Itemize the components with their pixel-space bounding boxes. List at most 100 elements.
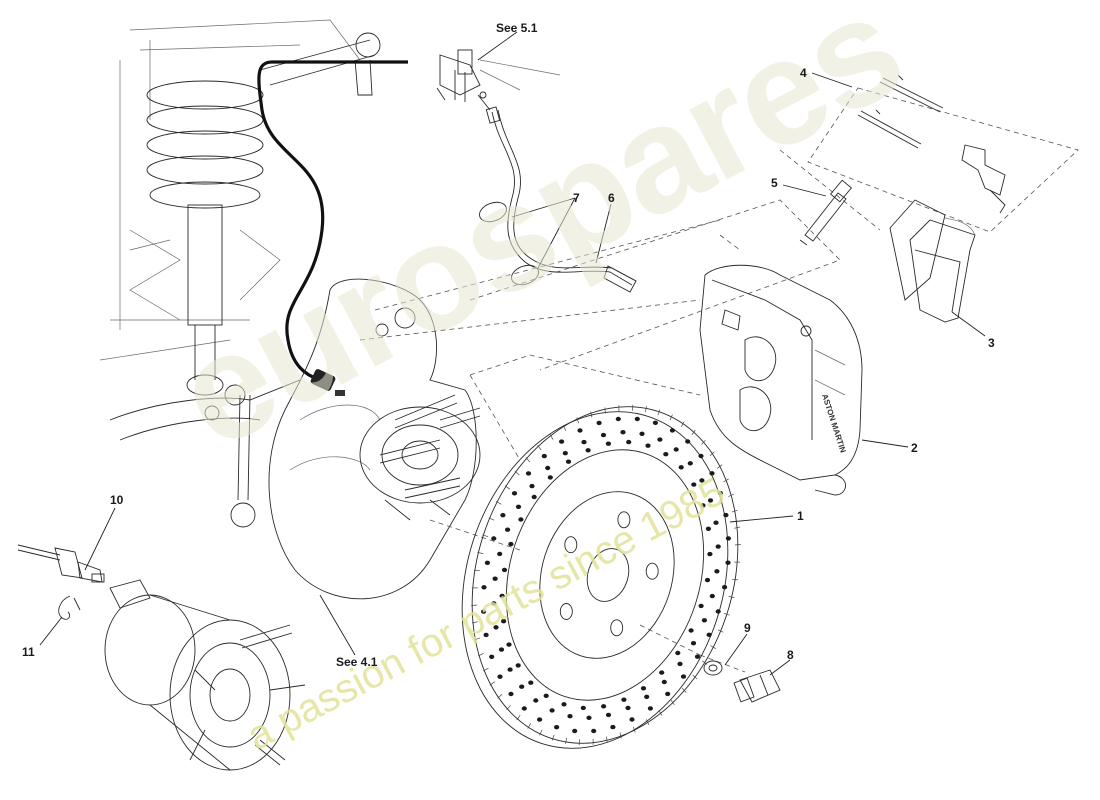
drill-hole [665, 691, 671, 697]
drill-hole [493, 625, 499, 630]
callout-leaders [39, 31, 986, 676]
disc-vane [657, 409, 661, 416]
disc-vane [549, 434, 554, 440]
drill-hole [625, 705, 631, 711]
drill-hole [549, 708, 555, 713]
drill-hole [511, 491, 518, 496]
drill-hole [707, 498, 714, 503]
drill-hole [515, 504, 522, 509]
disc-vane [631, 404, 634, 411]
callout-see-4-1: See 4.1 [336, 655, 378, 669]
drill-hole [620, 430, 626, 435]
drill-hole [507, 667, 513, 672]
hub-carrier [268, 278, 481, 600]
drill-hole [572, 728, 578, 734]
disc-vane [681, 687, 687, 693]
drill-hole [709, 471, 715, 476]
drill-hole [715, 544, 721, 549]
washer [703, 660, 723, 676]
disc-vane [539, 729, 543, 736]
drill-hole [678, 465, 684, 470]
bleed-screw [733, 669, 781, 703]
disc-vane [619, 732, 622, 739]
drill-hole [626, 439, 632, 445]
drill-hole [615, 416, 621, 422]
drill-hole [489, 654, 495, 659]
drill-hole [533, 698, 539, 703]
disc-vane [483, 667, 489, 672]
drill-hole [657, 437, 663, 442]
sensor-clip [58, 595, 81, 620]
callout-9: 9 [744, 621, 751, 635]
drill-hole [691, 482, 697, 487]
disc-drill-holes [481, 416, 732, 734]
drill-hole [559, 439, 565, 444]
drill-hole [529, 483, 535, 489]
drill-hole [500, 513, 506, 518]
drill-hole [673, 447, 679, 452]
stud-hole [610, 619, 624, 637]
disc-vane [728, 596, 735, 599]
drill-hole [492, 576, 498, 581]
drill-hole [554, 725, 560, 730]
disc-vane [670, 699, 675, 706]
drill-hole [715, 609, 721, 614]
disc-vane [604, 407, 606, 414]
disc-vane [578, 739, 581, 746]
suspension-spring-strut [99, 19, 381, 528]
callout-3: 3 [988, 336, 995, 350]
drill-hole [497, 674, 503, 679]
brake-pads [889, 199, 976, 323]
disc-vane [731, 509, 738, 513]
disc-vane [732, 578, 739, 581]
drill-hole [669, 428, 676, 433]
hub-bearing-assembly [104, 579, 306, 771]
drill-hole [680, 674, 687, 679]
drill-hole [565, 459, 572, 464]
drill-hole [699, 478, 705, 483]
drill-hole [685, 439, 691, 444]
disc-vane [658, 710, 663, 716]
disc-vane [734, 544, 741, 546]
drill-hole [562, 451, 568, 456]
callout-1: 1 [797, 509, 804, 523]
disc-vane [691, 429, 696, 436]
brake-line-bracket [436, 49, 561, 111]
drill-hole [725, 560, 731, 565]
drill-hole [709, 593, 715, 599]
guide-pin [799, 179, 853, 246]
disc-vane [514, 470, 520, 476]
disc-vane [717, 464, 723, 469]
disc-vane [728, 493, 735, 497]
disc-vane [477, 551, 484, 554]
disc-vane [551, 734, 555, 741]
drill-hole [714, 569, 720, 574]
brake-disc [461, 404, 741, 749]
callout-8: 8 [787, 648, 794, 662]
disc-vane [565, 737, 568, 744]
drill-hole [525, 471, 532, 476]
drill-hole [596, 420, 602, 426]
abs-sensor-cable [257, 60, 408, 396]
disc-vane [645, 719, 650, 726]
drill-hole [647, 706, 654, 711]
drill-hole [605, 441, 612, 446]
drill-hole [645, 443, 651, 448]
callout-2: 2 [911, 441, 918, 455]
disc-vane [504, 485, 511, 490]
drill-hole [545, 465, 551, 471]
drill-hole [491, 601, 497, 606]
drill-hole [581, 439, 587, 445]
callout-7: 7 [573, 191, 580, 205]
drill-hole [675, 650, 681, 656]
disc-vane [644, 406, 647, 413]
drill-hole [508, 691, 514, 697]
drill-hole [698, 453, 704, 459]
drill-hole [547, 475, 553, 480]
drill-hole [501, 619, 507, 624]
disc-vane [734, 526, 741, 529]
disc-vane [576, 417, 580, 424]
drill-hole [713, 520, 719, 525]
stud-hole [559, 603, 573, 620]
drill-hole [499, 593, 505, 599]
